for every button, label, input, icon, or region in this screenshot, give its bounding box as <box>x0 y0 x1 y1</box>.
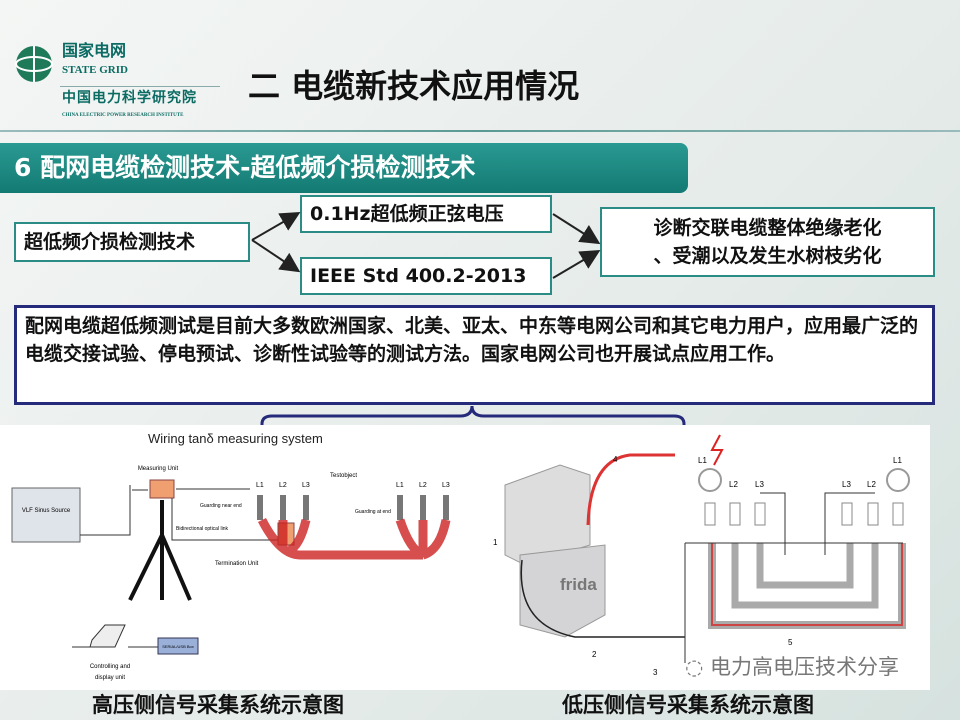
phase-label: L2 <box>867 480 876 489</box>
institute-name-en: CHINA ELECTRIC POWER RESEARCH INSTITUTE <box>62 113 184 118</box>
phase-label: L3 <box>842 480 851 489</box>
guarding-near-label: Guarding near end <box>200 503 242 509</box>
page-title: 二 电缆新技术应用情况 <box>248 67 580 105</box>
flow-source-box: 超低频介损检测技术 <box>14 222 250 262</box>
caption-right: 低压侧信号采集系统示意图 <box>562 693 814 717</box>
section-banner: 6 配网电缆检测技术-超低频介损检测技术 <box>0 143 688 193</box>
phase-label: L1 <box>256 482 264 489</box>
logo-text-cn: 国家电网 <box>62 41 127 60</box>
control-label-2: display unit <box>95 675 125 681</box>
institute-name-cn: 中国电力科学研究院 <box>62 90 197 106</box>
brace-icon <box>260 405 686 434</box>
flow-branch-top-box: 0.1Hz超低频正弦电压 <box>300 195 552 233</box>
optical-link-label: Bidirectional optical link <box>176 526 228 532</box>
watermark-text: 电力高电压技术分享 <box>710 655 899 679</box>
fig-left-title: Wiring tanδ measuring system <box>148 431 323 446</box>
result-line-2: 、受潮以及发生水树枝劣化 <box>653 245 882 267</box>
vlf-source-label: VLF Sinus Source <box>22 508 71 514</box>
guarding-far-label: Guarding at end <box>355 509 391 515</box>
phase-label: L1 <box>396 482 404 489</box>
flow-result-box: 诊断交联电缆整体绝缘老化 、受潮以及发生水树枝劣化 <box>600 207 935 277</box>
callout-number: 5 <box>788 638 793 647</box>
radio-box-label: SERIAL/USB Box <box>162 644 194 649</box>
hv-wiring-diagram: Wiring tanδ measuring system VLF Sinus S… <box>11 431 451 681</box>
callout-number: 3 <box>653 668 658 677</box>
state-grid-logo-icon <box>15 46 53 82</box>
frida-brand: frida <box>560 575 597 594</box>
callout-number: 1 <box>493 538 498 547</box>
caption-left: 高压侧信号采集系统示意图 <box>92 693 344 717</box>
phase-label: L1 <box>893 456 902 465</box>
flow-arrows <box>251 211 601 279</box>
callout-number: 2 <box>592 650 597 659</box>
watermark: ◌ 电力高电压技术分享 <box>685 655 899 680</box>
termination-unit-label: Termination Unit <box>215 561 259 567</box>
control-label-1: Controlling and <box>90 664 130 670</box>
phase-label: L2 <box>279 482 287 489</box>
flow-branch-bottom-box: IEEE Std 400.2-2013 <box>300 257 552 295</box>
phase-label: L3 <box>755 480 764 489</box>
testobject-label: Testobject <box>330 473 357 479</box>
phase-label: L3 <box>302 482 310 489</box>
description-paragraph: 配网电缆超低频测试是目前大多数欧洲国家、北美、亚太、中东等电网公司和其它电力用户… <box>14 305 935 405</box>
phase-label: L2 <box>729 480 738 489</box>
result-line-1: 诊断交联电缆整体绝缘老化 <box>653 217 882 239</box>
logo-text-en: STATE GRID <box>62 64 128 76</box>
phase-label: L1 <box>698 456 707 465</box>
header-divider <box>0 130 960 132</box>
logo-divider <box>60 86 220 87</box>
figure-area <box>0 425 930 690</box>
callout-number: 4 <box>613 455 618 464</box>
wechat-icon: ◌ <box>685 655 710 679</box>
phase-label: L2 <box>419 482 427 489</box>
measuring-unit-label: Measuring Unit <box>138 466 179 472</box>
phase-label: L3 <box>442 482 450 489</box>
